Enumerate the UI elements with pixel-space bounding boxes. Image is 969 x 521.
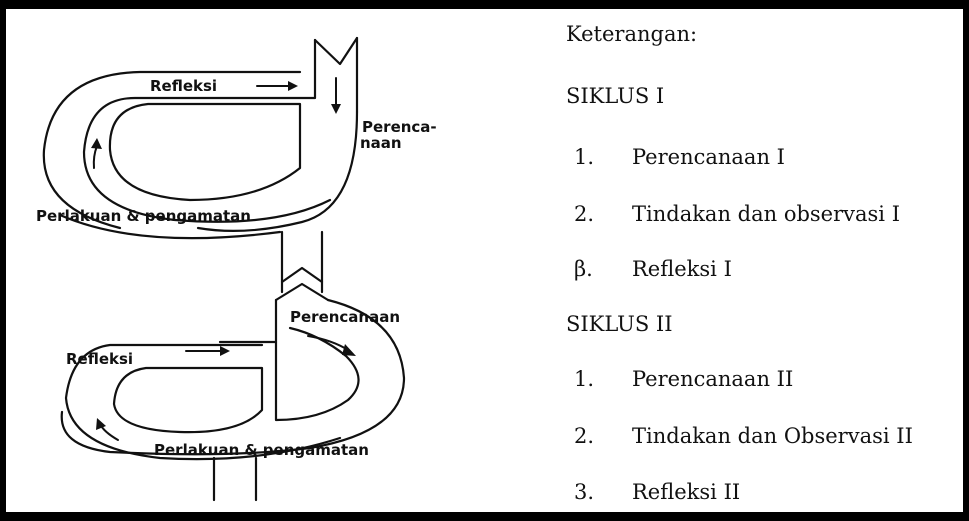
cycle1-label-perlakuan: Perlakuan & pengamatan [36, 207, 251, 225]
cycle1-band-top-notch [313, 36, 359, 66]
legend-title: Keterangan: [566, 22, 698, 46]
item-text: Refleksi I [632, 257, 732, 281]
cycle1-bottom-sweep [58, 213, 282, 240]
stem-chevron-2 [274, 282, 330, 302]
cycle1-label-perencanaan-2: naan [360, 134, 402, 152]
item-number: 2. [574, 202, 595, 226]
cycle2-label-refleksi: Refleksi [66, 350, 133, 368]
item-number: 3. [574, 480, 595, 504]
item-number: β. [574, 257, 593, 281]
arrowhead-right [288, 81, 298, 91]
cycle2-label-perlakuan: Perlakuan & pengamatan [154, 441, 369, 459]
arrowhead-up [91, 138, 102, 149]
cycle2-band-left-edge [218, 298, 278, 344]
cycle1-band-left-edge [82, 38, 332, 223]
cycle1-label-perencanaan-1: Perenca- [362, 118, 437, 136]
arrowhead-left-curve [96, 418, 106, 430]
cycle1-label-refleksi: Refleksi [150, 77, 217, 95]
cycle1-outer-loop [42, 70, 302, 230]
item-text: Refleksi II [632, 480, 741, 504]
arrowhead-right-2 [220, 346, 230, 356]
arrowhead-curve [342, 344, 356, 356]
cycle2-inner-right [274, 326, 360, 422]
siklus2-heading: SIKLUS II [566, 312, 673, 336]
item-text: Perencanaan II [632, 367, 794, 391]
item-text: Perencanaan I [632, 145, 785, 169]
item-text: Tindakan dan observasi I [632, 202, 900, 226]
cycle1-outer-swirl [196, 110, 359, 233]
item-number: 2. [574, 424, 595, 448]
item-number: 1. [574, 367, 595, 391]
item-text: Tindakan dan Observasi II [632, 424, 913, 448]
stem-chevron-1 [280, 266, 324, 284]
cycle1-inner-loop [108, 102, 302, 202]
item-number: 1. [574, 145, 595, 169]
cycle2-band-right-edge [60, 298, 406, 456]
cycle2-outer-loop [64, 343, 342, 461]
cycle2-label-perencanaan: Perencanaan [290, 308, 400, 326]
cycle2-inner-loop [112, 366, 264, 434]
arrowhead-down [331, 104, 341, 114]
arrow-up-icon [92, 145, 98, 169]
action-research-spiral-diagram: Refleksi Perenca- naan Perlakuan & penga… [36, 36, 437, 502]
siklus1-heading: SIKLUS I [566, 84, 665, 108]
